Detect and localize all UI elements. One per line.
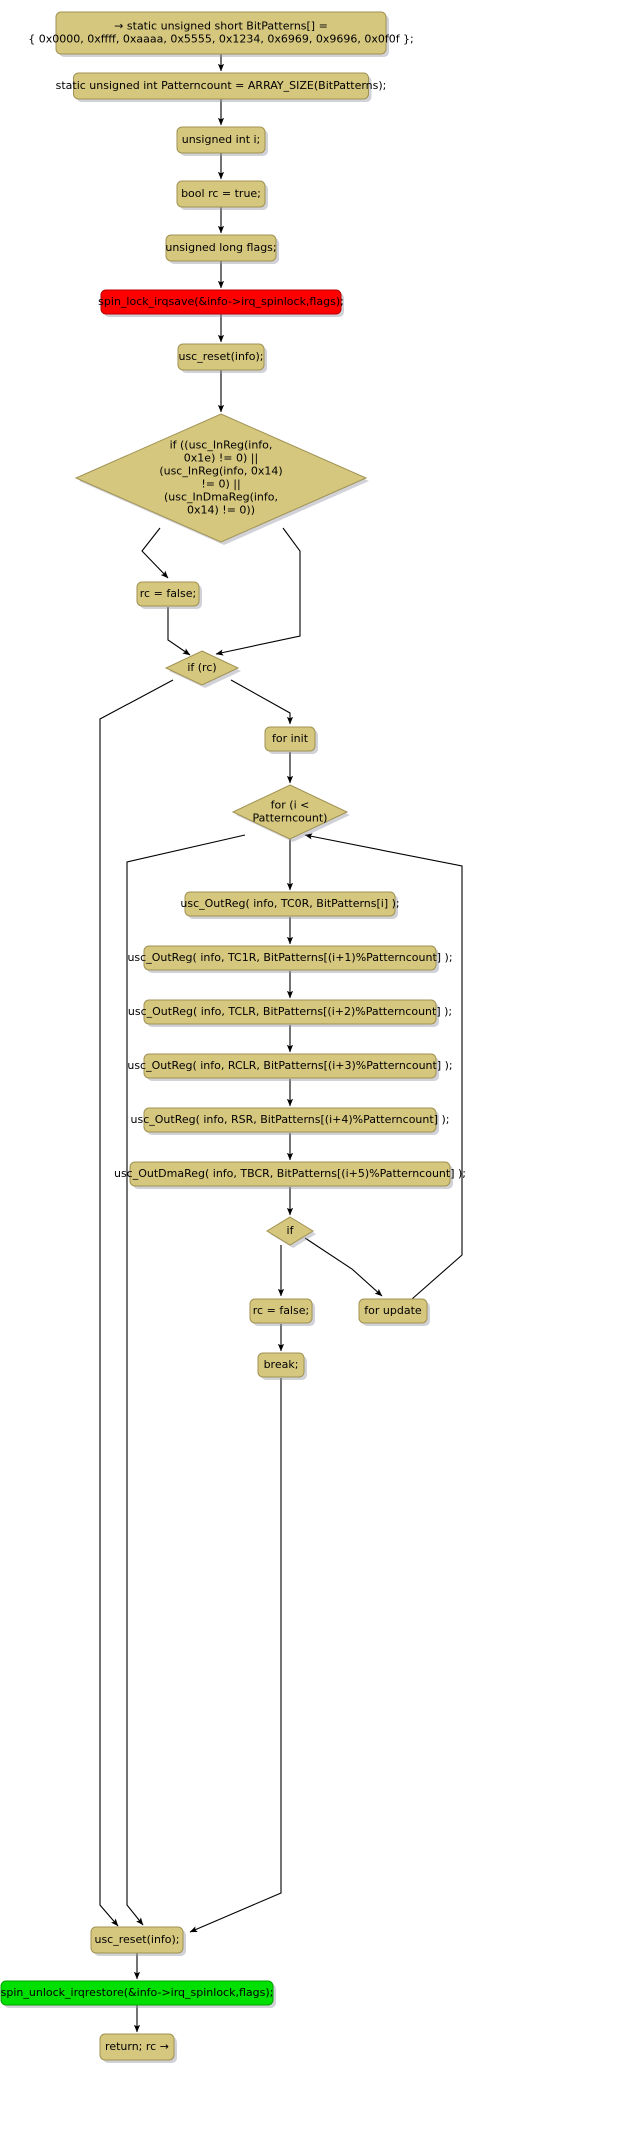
flow-node-n13[interactable]: usc_OutReg( info, TC0R, BitPatterns[i] )… (180, 891, 400, 919)
node-label: rc = false; (140, 587, 196, 600)
node-shape-rect[interactable] (129, 1161, 451, 1187)
nodes-layer: → static unsigned short BitPatterns[] ={… (0, 11, 466, 2063)
flow-node-n8[interactable]: if ((usc_InReg(info,0x1e) != 0) ||(usc_I… (74, 413, 369, 545)
flow-node-n9[interactable]: rc = false; (136, 581, 202, 609)
node-shape-rect[interactable] (257, 1352, 305, 1378)
node-label: usc_reset(info); (178, 350, 263, 363)
node-label: spin_lock_irqsave(&info->irq_spinlock,fl… (98, 295, 344, 308)
node-shape-rect[interactable] (0, 1980, 274, 2006)
flow-node-n2[interactable]: static unsigned int Patterncount = ARRAY… (56, 72, 387, 102)
node-shape-rect[interactable] (55, 11, 387, 55)
node-label: for (i < (271, 799, 310, 812)
flow-node-n14[interactable]: usc_OutReg( info, TC1R, BitPatterns[(i+1… (127, 945, 453, 973)
node-shape-rect[interactable] (136, 581, 200, 607)
flow-node-n7[interactable]: usc_reset(info); (177, 343, 267, 373)
node-label: usc_OutReg( info, RSR, BitPatterns[(i+4)… (131, 1113, 450, 1126)
node-label: rc = false; (253, 1304, 309, 1317)
node-label: if ((usc_InReg(info, (170, 439, 273, 452)
flow-node-n20[interactable]: rc = false; (249, 1298, 315, 1326)
node-shape-rect[interactable] (358, 1298, 428, 1324)
flow-node-n18[interactable]: usc_OutDmaReg( info, TBCR, BitPatterns[(… (114, 1161, 466, 1189)
flow-node-n3[interactable]: unsigned int i; (176, 126, 268, 156)
node-shape-rect[interactable] (143, 999, 437, 1025)
node-label: usc_OutReg( info, RCLR, BitPatterns[(i+3… (127, 1059, 452, 1072)
edge-n8-n9 (141, 527, 169, 579)
node-shape-diamond[interactable] (231, 784, 349, 840)
node-label: static unsigned int Patterncount = ARRAY… (56, 79, 387, 92)
edges-layer (99, 54, 463, 2033)
node-shape-rect[interactable] (99, 2033, 175, 2061)
node-label: (usc_InReg(info, 0x14) (159, 465, 282, 478)
node-shape-rect[interactable] (249, 1298, 313, 1324)
node-shape-rect[interactable] (176, 180, 266, 208)
node-label: Patterncount) (253, 812, 328, 825)
node-label: { 0x0000, 0xffff, 0xaaaa, 0x5555, 0x1234… (28, 33, 414, 46)
node-label: break; (264, 1358, 299, 1371)
node-label: for update (364, 1304, 422, 1317)
node-label: bool rc = true; (181, 187, 261, 200)
node-label: for init (272, 732, 309, 745)
node-shape-rect[interactable] (264, 726, 316, 752)
flow-node-n1[interactable]: → static unsigned short BitPatterns[] ={… (28, 11, 414, 57)
node-label: → static unsigned short BitPatterns[] = (114, 20, 328, 33)
edge-n19-n21 (304, 1237, 383, 1297)
node-label: != 0) || (201, 478, 240, 491)
node-label: spin_unlock_irqrestore(&info->irq_spinlo… (1, 1986, 274, 1999)
edge-n10-n23 (99, 679, 174, 1927)
flow-node-n19[interactable]: if (266, 1216, 316, 1248)
node-label: 0x14) != 0)) (187, 504, 255, 517)
flow-node-n24[interactable]: spin_unlock_irqrestore(&info->irq_spinlo… (0, 1980, 276, 2008)
edge-n22-n23 (189, 1378, 282, 1933)
node-label: usc_OutReg( info, TC1R, BitPatterns[(i+1… (127, 951, 452, 964)
node-label: if (287, 1224, 295, 1237)
flow-node-n16[interactable]: usc_OutReg( info, RCLR, BitPatterns[(i+3… (127, 1053, 453, 1081)
node-label: usc_OutReg( info, TCLR, BitPatterns[(i+2… (128, 1005, 452, 1018)
node-shape-rect[interactable] (90, 1926, 184, 1954)
node-label: usc_reset(info); (94, 1933, 179, 1946)
flow-node-n21[interactable]: for update (358, 1298, 430, 1326)
flow-node-n25[interactable]: return; rc → (99, 2033, 177, 2063)
flow-node-n15[interactable]: usc_OutReg( info, TCLR, BitPatterns[(i+2… (128, 999, 452, 1027)
flow-node-n17[interactable]: usc_OutReg( info, RSR, BitPatterns[(i+4)… (131, 1107, 450, 1135)
node-shape-diamond[interactable] (266, 1216, 314, 1246)
node-label: usc_OutReg( info, TC0R, BitPatterns[i] )… (180, 897, 399, 910)
node-label: (usc_InDmaReg(info, (164, 491, 278, 504)
node-shape-rect[interactable] (100, 289, 342, 315)
flow-node-n12[interactable]: for (i <Patterncount) (231, 784, 350, 842)
node-shape-diamond[interactable] (74, 413, 368, 543)
node-label: if (rc) (187, 661, 216, 674)
node-shape-rect[interactable] (143, 1053, 437, 1079)
flow-node-n11[interactable]: for init (264, 726, 318, 754)
node-label: 0x1e) != 0) || (184, 452, 258, 465)
edge-n10-n11 (230, 679, 294, 725)
node-label: unsigned long flags; (165, 241, 276, 254)
flow-node-n4[interactable]: bool rc = true; (176, 180, 268, 210)
flow-node-n6[interactable]: spin_lock_irqsave(&info->irq_spinlock,fl… (98, 289, 344, 317)
node-label: unsigned int i; (182, 133, 261, 146)
flow-node-n5[interactable]: unsigned long flags; (165, 234, 279, 264)
flow-node-n10[interactable]: if (rc) (164, 650, 241, 688)
node-shape-rect[interactable] (184, 891, 396, 917)
node-label: usc_OutDmaReg( info, TBCR, BitPatterns[(… (114, 1167, 466, 1180)
edge-n21-n12 (304, 833, 463, 1300)
edge-n9-n10 (167, 607, 191, 656)
edge-n12-n23 (126, 834, 246, 1926)
node-shape-rect[interactable] (143, 945, 437, 971)
flow-node-n22[interactable]: break; (257, 1352, 307, 1380)
node-shape-rect[interactable] (177, 343, 265, 371)
node-shape-rect[interactable] (143, 1107, 437, 1133)
node-label: return; rc → (105, 2040, 169, 2053)
node-shape-rect[interactable] (73, 72, 369, 100)
node-shape-diamond[interactable] (164, 650, 240, 686)
edge-n8-n10 (215, 527, 301, 656)
node-shape-rect[interactable] (165, 234, 277, 262)
node-shape-rect[interactable] (176, 126, 266, 154)
flow-node-n23[interactable]: usc_reset(info); (90, 1926, 186, 1956)
